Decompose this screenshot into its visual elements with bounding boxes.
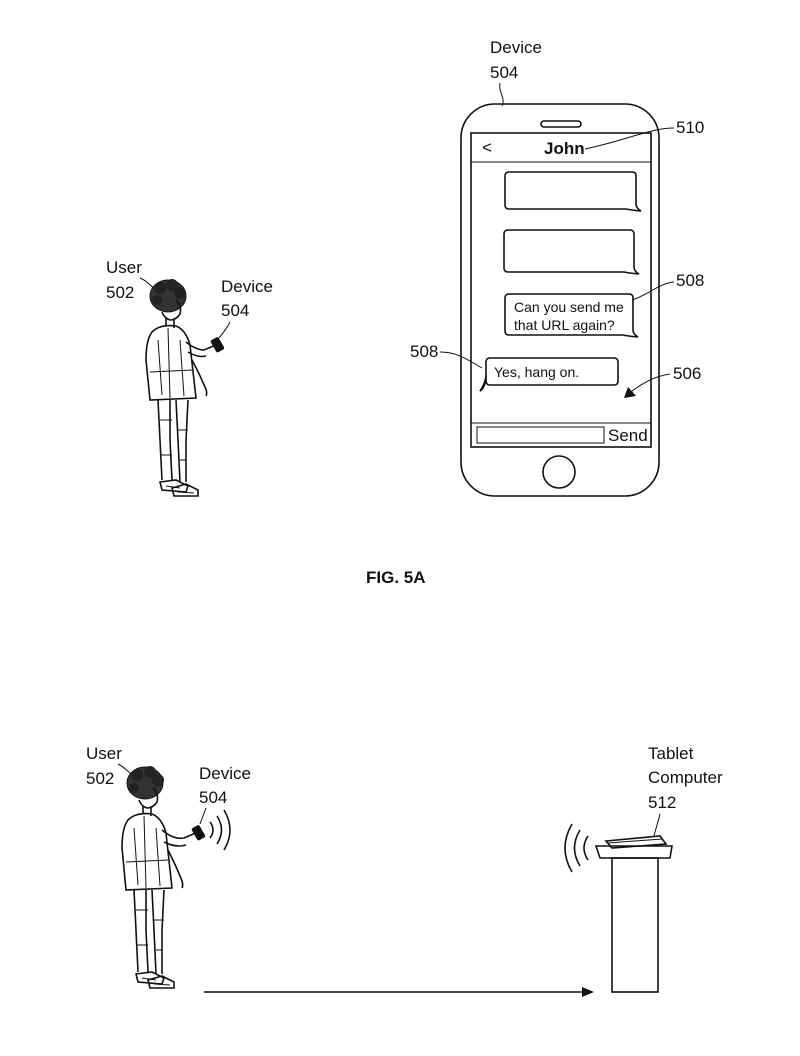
leader-508-left [439, 351, 483, 369]
message-bubble-3 [504, 293, 639, 338]
device-label-5b: Device [199, 764, 251, 783]
person-device-leader [218, 321, 231, 339]
send-button[interactable]: Send [608, 426, 648, 445]
message-3-line2: that URL again? [514, 317, 615, 333]
person-device-ref: 504 [221, 301, 249, 320]
message-4-text: Yes, hang on. [494, 364, 579, 380]
contact-name: John [544, 139, 585, 158]
phone-device: < John Can you send me that URL again? Y… [460, 103, 660, 497]
ref-506: 506 [673, 364, 701, 383]
ref-508-right: 508 [676, 271, 704, 290]
message-input[interactable] [476, 426, 605, 444]
ref-508-left: 508 [410, 342, 438, 361]
tablet-leader [653, 813, 661, 837]
user-ref-5b: 502 [86, 769, 114, 788]
user-label-5b: User [86, 744, 122, 763]
leader-510 [584, 127, 675, 150]
device-leader-line [499, 82, 504, 107]
device-leader-5b [199, 807, 207, 825]
device-ref: 504 [490, 63, 518, 82]
user-figure-5a [145, 279, 225, 497]
device-label: Device [490, 38, 542, 57]
wireless-signal-icon [209, 809, 231, 851]
message-3-line1: Can you send me [514, 299, 624, 315]
tablet-computer-on-stand [594, 835, 673, 993]
ref-510: 510 [676, 118, 704, 137]
home-button [542, 455, 576, 489]
device-ref-5b: 504 [199, 788, 227, 807]
tablet-label-line1: Tablet [648, 744, 694, 763]
figure-caption-5a: FIG. 5A [366, 568, 426, 587]
message-bubble-2 [503, 229, 640, 275]
tablet-ref: 512 [648, 793, 676, 812]
back-button[interactable]: < [482, 138, 492, 157]
tablet-wireless-icon [564, 823, 589, 873]
user-label: User [106, 258, 142, 277]
person-device-label: Device [221, 277, 273, 296]
user-ref: 502 [106, 283, 134, 302]
arrowhead-506 [624, 387, 636, 398]
message-bubble-4 [479, 357, 619, 392]
leader-508-right [631, 281, 675, 301]
tablet-label-line2: Computer [648, 768, 723, 787]
movement-arrowhead [582, 987, 594, 997]
message-bubble-1 [504, 171, 642, 212]
user-figure-5b [121, 766, 206, 989]
phone-screen [470, 132, 652, 448]
